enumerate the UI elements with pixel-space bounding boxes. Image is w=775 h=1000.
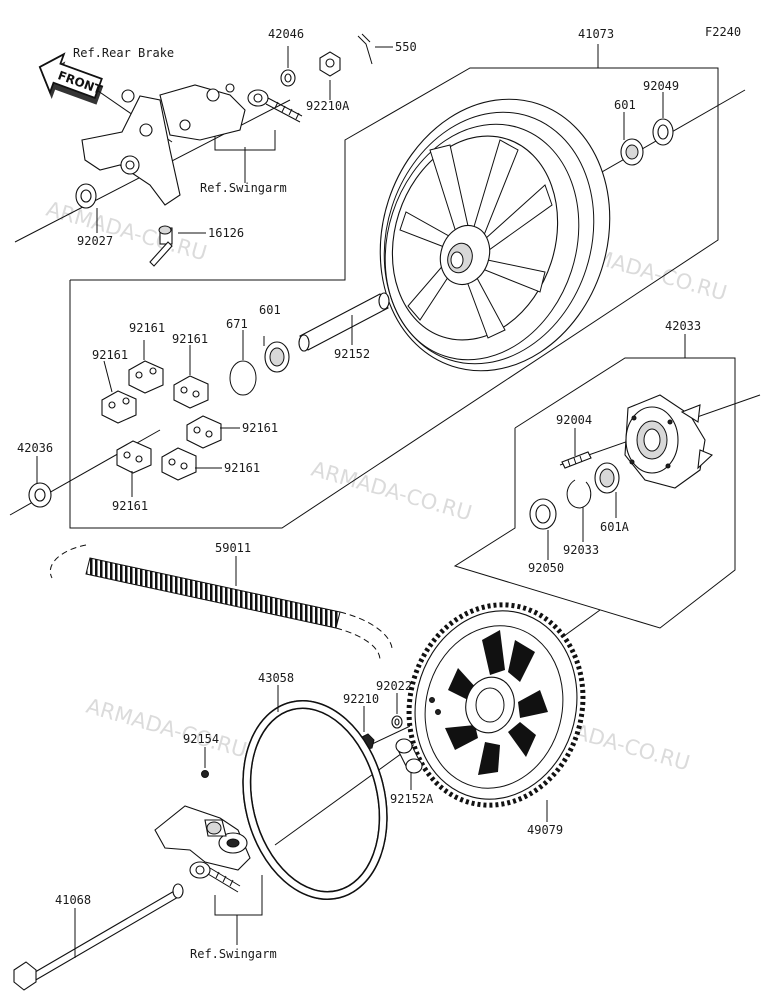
label-92161: 92161	[242, 421, 278, 435]
label-671: 671	[226, 317, 248, 331]
coupling-group-frame	[453, 357, 736, 629]
damper-92161-parts	[101, 360, 222, 481]
washer-92022-part	[391, 715, 403, 729]
ref-swingarm-top: Ref.Swingarm	[200, 181, 287, 195]
label-42033: 42033	[665, 319, 701, 333]
label-41073: 41073	[578, 27, 614, 41]
label-92154: 92154	[183, 732, 219, 746]
label-92049: 92049	[643, 79, 679, 93]
bolt-92154-part	[201, 770, 209, 778]
label-92152A: 92152A	[390, 792, 434, 806]
adjuster-bolt-lower-part	[189, 861, 241, 893]
label-92027: 92027	[77, 234, 113, 248]
label-92161: 92161	[129, 321, 165, 335]
adjuster-bolt-part	[247, 89, 303, 123]
label-92022: 92022	[376, 679, 412, 693]
label-92161: 92161	[92, 348, 128, 362]
sprocket-49079-part	[406, 602, 586, 808]
label-41068: 41068	[55, 893, 91, 907]
rear-wheel-41073-part	[379, 98, 611, 372]
ref-swingarm-bottom: Ref.Swingarm	[190, 947, 277, 961]
label-92161: 92161	[224, 461, 260, 475]
stud-92004-part	[561, 451, 592, 469]
label-92210: 92210	[343, 692, 379, 706]
label-92004: 92004	[556, 413, 592, 427]
bearing-601A-part	[594, 462, 620, 494]
label-601A: 601A	[600, 520, 630, 534]
label-92152: 92152	[334, 347, 370, 361]
belt-guard-43058-part	[242, 700, 388, 900]
watermark: ARMADA-CO.RU	[44, 197, 210, 266]
drive-belt-59011-part	[49, 544, 393, 661]
label-92210A: 92210A	[306, 99, 350, 113]
caliper-bracket-part	[81, 83, 246, 206]
spacer-92027-part	[75, 183, 97, 209]
o-ring-671-part	[229, 360, 257, 396]
diagram-code: F2240	[705, 25, 741, 39]
valve-16126-part	[149, 225, 173, 267]
axle-41068-part	[13, 883, 184, 991]
bearing-601-part	[620, 138, 644, 166]
label-601: 601	[614, 98, 636, 112]
part-labels: F2240 Ref.Rear Brake 42046 550 92210A 41…	[17, 25, 741, 961]
swingarm-ref-bracket-bottom	[214, 875, 263, 916]
label-59011: 59011	[215, 541, 251, 555]
label-550: 550	[395, 40, 417, 54]
label-92161: 92161	[172, 332, 208, 346]
swingarm-ref-bracket	[214, 130, 276, 151]
ref-rear-brake: Ref.Rear Brake	[73, 46, 174, 60]
label-42036: 42036	[17, 441, 53, 455]
bearing-601-left-part	[264, 341, 290, 373]
washer-42046-part	[280, 69, 296, 87]
seal-92049-part	[652, 118, 674, 146]
label-92161: 92161	[112, 499, 148, 513]
collar-92152A-part	[395, 738, 423, 774]
label-16126: 16126	[208, 226, 244, 240]
front-arrow-icon: FRONT	[38, 52, 105, 105]
nut-92210A-part	[319, 51, 341, 77]
leader-lines	[36, 44, 686, 958]
chain-adjuster-part	[154, 805, 251, 871]
seal-92050-part	[529, 498, 557, 530]
coupling-42033-part	[624, 394, 714, 489]
watermark: ARMADA-CO.RU	[84, 694, 250, 763]
wheel-group-frame	[69, 67, 719, 529]
watermark: ARMADA-CO.RU	[309, 457, 475, 526]
circlip-92033-part	[566, 479, 592, 509]
label-42046: 42046	[268, 27, 304, 41]
group-frames	[69, 67, 736, 945]
label-43058: 43058	[258, 671, 294, 685]
label-92050: 92050	[528, 561, 564, 575]
label-49079: 49079	[527, 823, 563, 837]
collar-92152-part	[298, 292, 390, 352]
pin-550-part	[357, 33, 373, 65]
label-92033: 92033	[563, 543, 599, 557]
seal-42036-part	[28, 482, 52, 508]
label-601-left: 601	[259, 303, 281, 317]
